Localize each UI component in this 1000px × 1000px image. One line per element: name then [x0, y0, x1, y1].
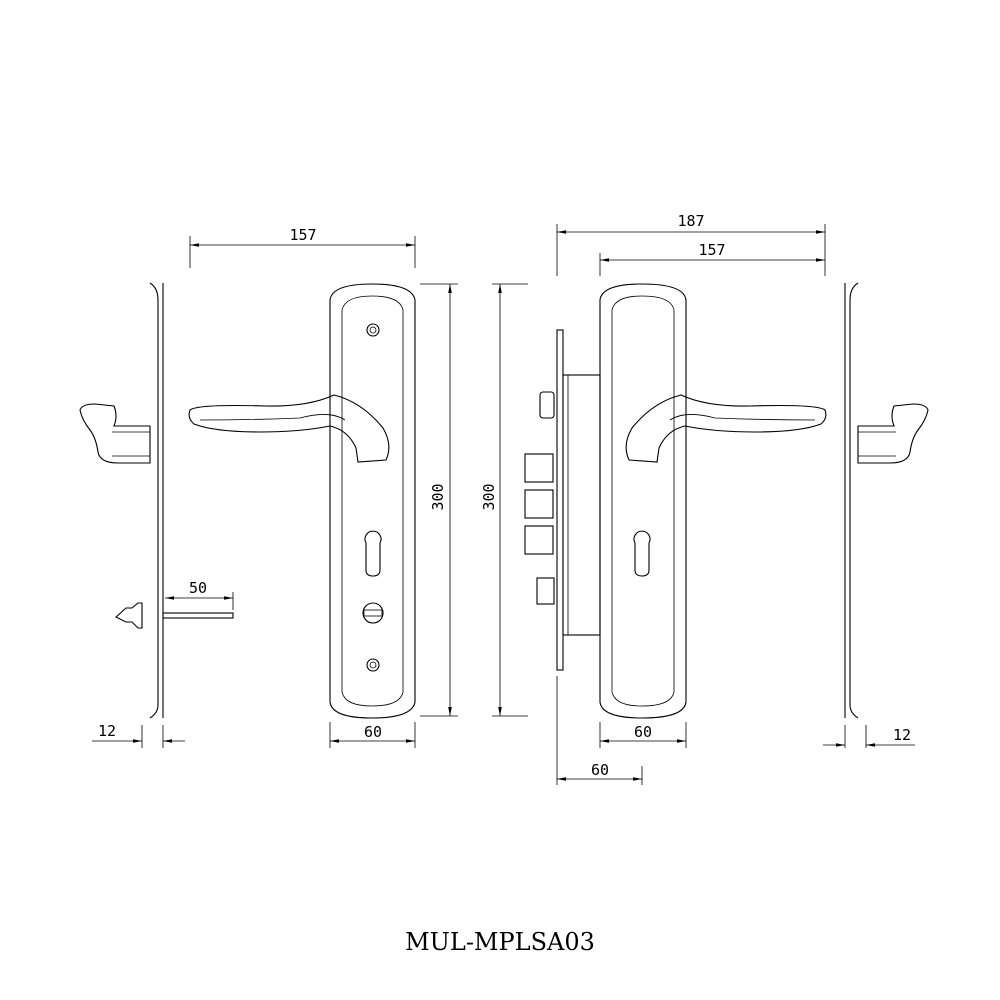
- dim-left-157: 157: [289, 226, 316, 244]
- left-dimensions: 157 300 60 12 50: [92, 226, 458, 748]
- dim-left-12: 12: [98, 722, 116, 740]
- dim-right-60-plate: 60: [634, 723, 652, 741]
- dim-left-60: 60: [364, 723, 382, 741]
- right-lock-body: [524, 329, 601, 671]
- dim-right-300: 300: [480, 483, 498, 510]
- left-side-view: [79, 282, 234, 719]
- dim-right-60-case: 60: [591, 761, 609, 779]
- dim-right-187: 187: [677, 212, 704, 230]
- left-front-plate: [188, 283, 416, 719]
- model-code: MUL-MPLSA03: [405, 928, 595, 956]
- dim-left-300: 300: [429, 483, 447, 510]
- dim-right-12: 12: [893, 726, 911, 744]
- right-dimensions: 187 157 300 60 60 12: [480, 212, 915, 785]
- right-side-view: [844, 282, 929, 719]
- right-front-plate: [599, 283, 827, 719]
- dim-right-157: 157: [698, 241, 725, 259]
- dim-left-50: 50: [189, 579, 207, 597]
